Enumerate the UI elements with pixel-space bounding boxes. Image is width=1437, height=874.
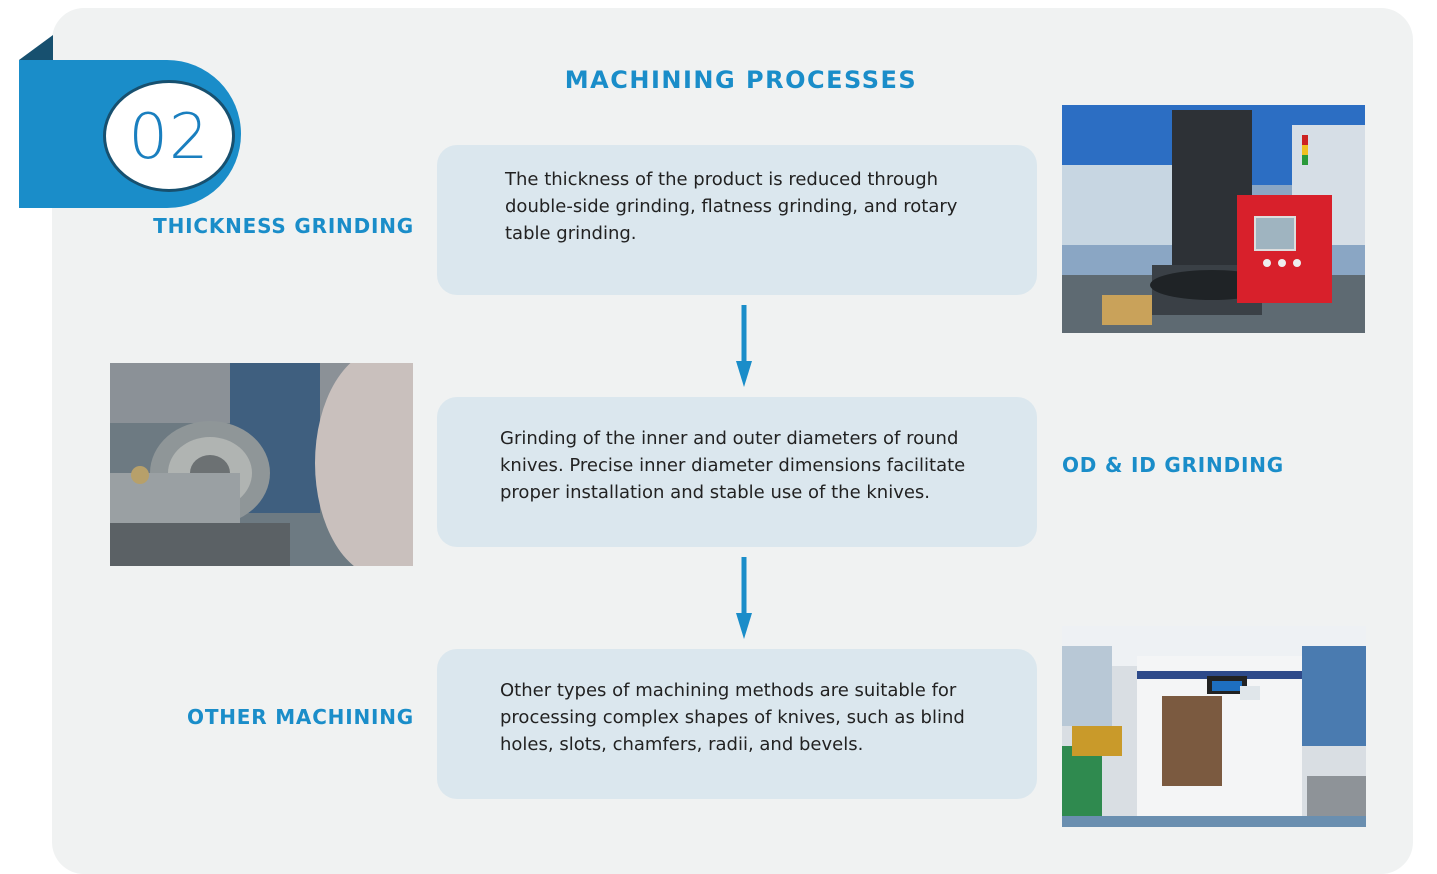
process-description: Grinding of the inner and outer diameter… <box>500 427 966 503</box>
ribbon-fold <box>19 35 53 60</box>
process-box-od-id-grinding: Grinding of the inner and outer diameter… <box>437 397 1037 547</box>
process-box-thickness-grinding: The thickness of the product is reduced … <box>437 145 1037 295</box>
process-label-other-machining: OTHER MACHINING <box>187 705 414 729</box>
arrow-down-icon <box>736 557 752 639</box>
cnc-machining-center-photo <box>1062 626 1366 827</box>
process-description: Other types of machining methods are sui… <box>500 679 965 755</box>
page-title: MACHINING PROCESSES <box>564 66 918 94</box>
section-number: 02 <box>128 99 210 173</box>
arrow-down-icon <box>736 305 752 387</box>
process-label-od-id-grinding: OD & ID GRINDING <box>1062 453 1284 477</box>
section-number-badge: 02 <box>103 80 235 192</box>
thickness-grinding-machine-photo <box>1062 105 1365 333</box>
process-description: The thickness of the product is reduced … <box>505 168 958 244</box>
od-id-grinding-photo <box>110 363 413 566</box>
process-label-thickness-grinding: THICKNESS GRINDING <box>153 214 414 238</box>
process-box-other-machining: Other types of machining methods are sui… <box>437 649 1037 799</box>
